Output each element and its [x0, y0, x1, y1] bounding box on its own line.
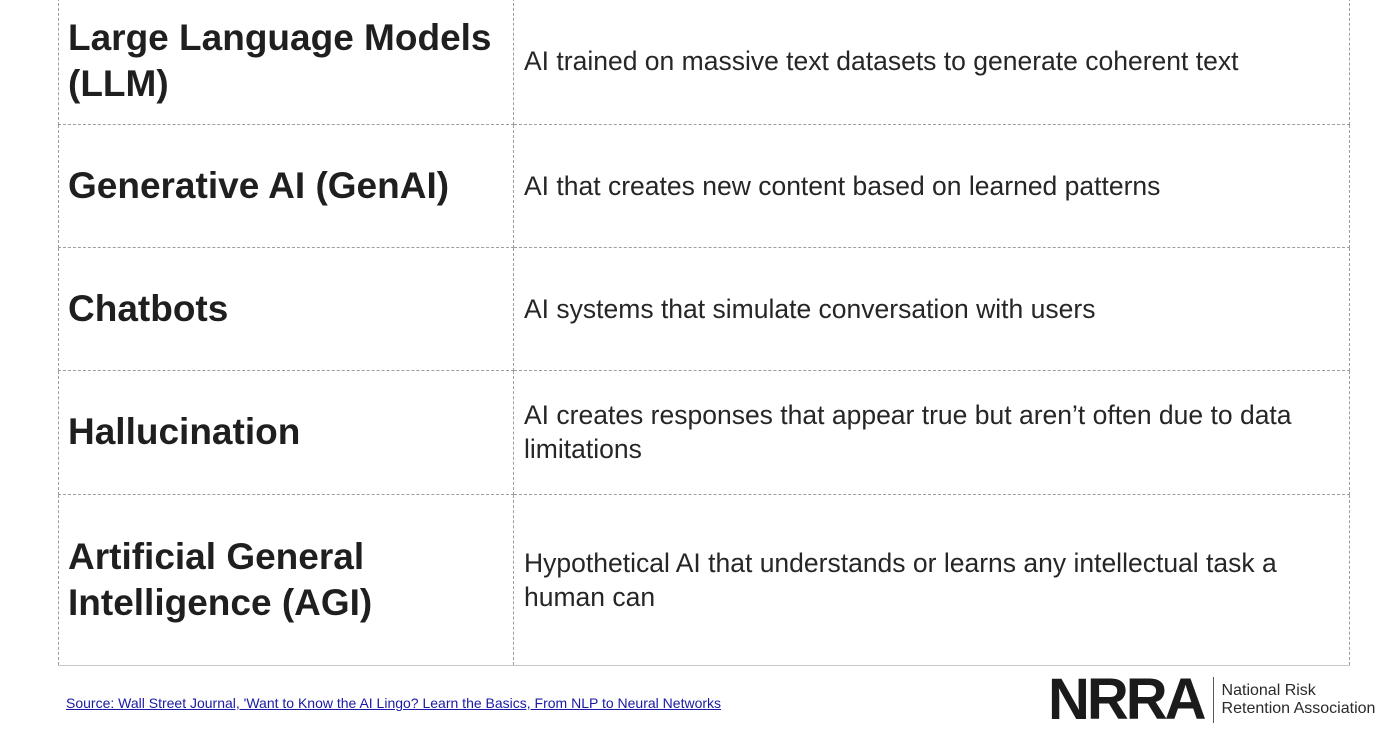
definition-agi: Hypothetical AI that understands or lear… — [524, 547, 1277, 612]
logo-text-line1: National Risk — [1221, 682, 1316, 699]
logo-mark: NRRA — [1048, 667, 1207, 732]
definition-hallucination: AI creates responses that appear true bu… — [524, 400, 1292, 464]
definition-cell: Hypothetical AI that understands or lear… — [513, 494, 1350, 666]
logo-divider — [1212, 677, 1214, 723]
definition-llm: AI trained on massive text datasets to g… — [524, 45, 1239, 76]
glossary-table: Large Language Models (LLM) AI trained o… — [58, 0, 1350, 666]
logo-text: National Risk Retention Association — [1222, 682, 1376, 718]
table-row: Generative AI (GenAI) AI that creates ne… — [58, 124, 1350, 248]
table-row: Artificial General Intelligence (AGI) Hy… — [58, 494, 1350, 666]
term-agi: Artificial General Intelligence (AGI) — [68, 535, 373, 623]
term-genai: Generative AI (GenAI) — [68, 164, 450, 206]
term-cell: Artificial General Intelligence (AGI) — [58, 494, 514, 666]
term-llm: Large Language Models (LLM) — [68, 16, 492, 104]
term-cell: Chatbots — [58, 247, 514, 371]
definition-cell: AI creates responses that appear true bu… — [513, 370, 1350, 495]
logo-text-line2: Retention Association — [1221, 700, 1376, 717]
table-row: Large Language Models (LLM) AI trained o… — [58, 0, 1350, 125]
nrra-logo: NRRA National Risk Retention Association — [1048, 667, 1376, 732]
term-hallucination: Hallucination — [68, 411, 301, 452]
definition-cell: AI trained on massive text datasets to g… — [513, 0, 1350, 125]
table-row: Hallucination AI creates responses that … — [58, 370, 1350, 495]
term-chatbots: Chatbots — [68, 287, 229, 329]
term-cell: Hallucination — [58, 370, 514, 495]
definition-chatbots: AI systems that simulate conversation wi… — [524, 293, 1096, 324]
table-row: Chatbots AI systems that simulate conver… — [58, 247, 1350, 371]
definition-cell: AI that creates new content based on lea… — [513, 124, 1350, 248]
term-cell: Large Language Models (LLM) — [58, 0, 514, 125]
source-link[interactable]: Source: Wall Street Journal, 'Want to Kn… — [66, 695, 722, 711]
term-cell: Generative AI (GenAI) — [58, 124, 514, 248]
definition-cell: AI systems that simulate conversation wi… — [513, 247, 1350, 371]
definition-genai: AI that creates new content based on lea… — [524, 170, 1161, 201]
